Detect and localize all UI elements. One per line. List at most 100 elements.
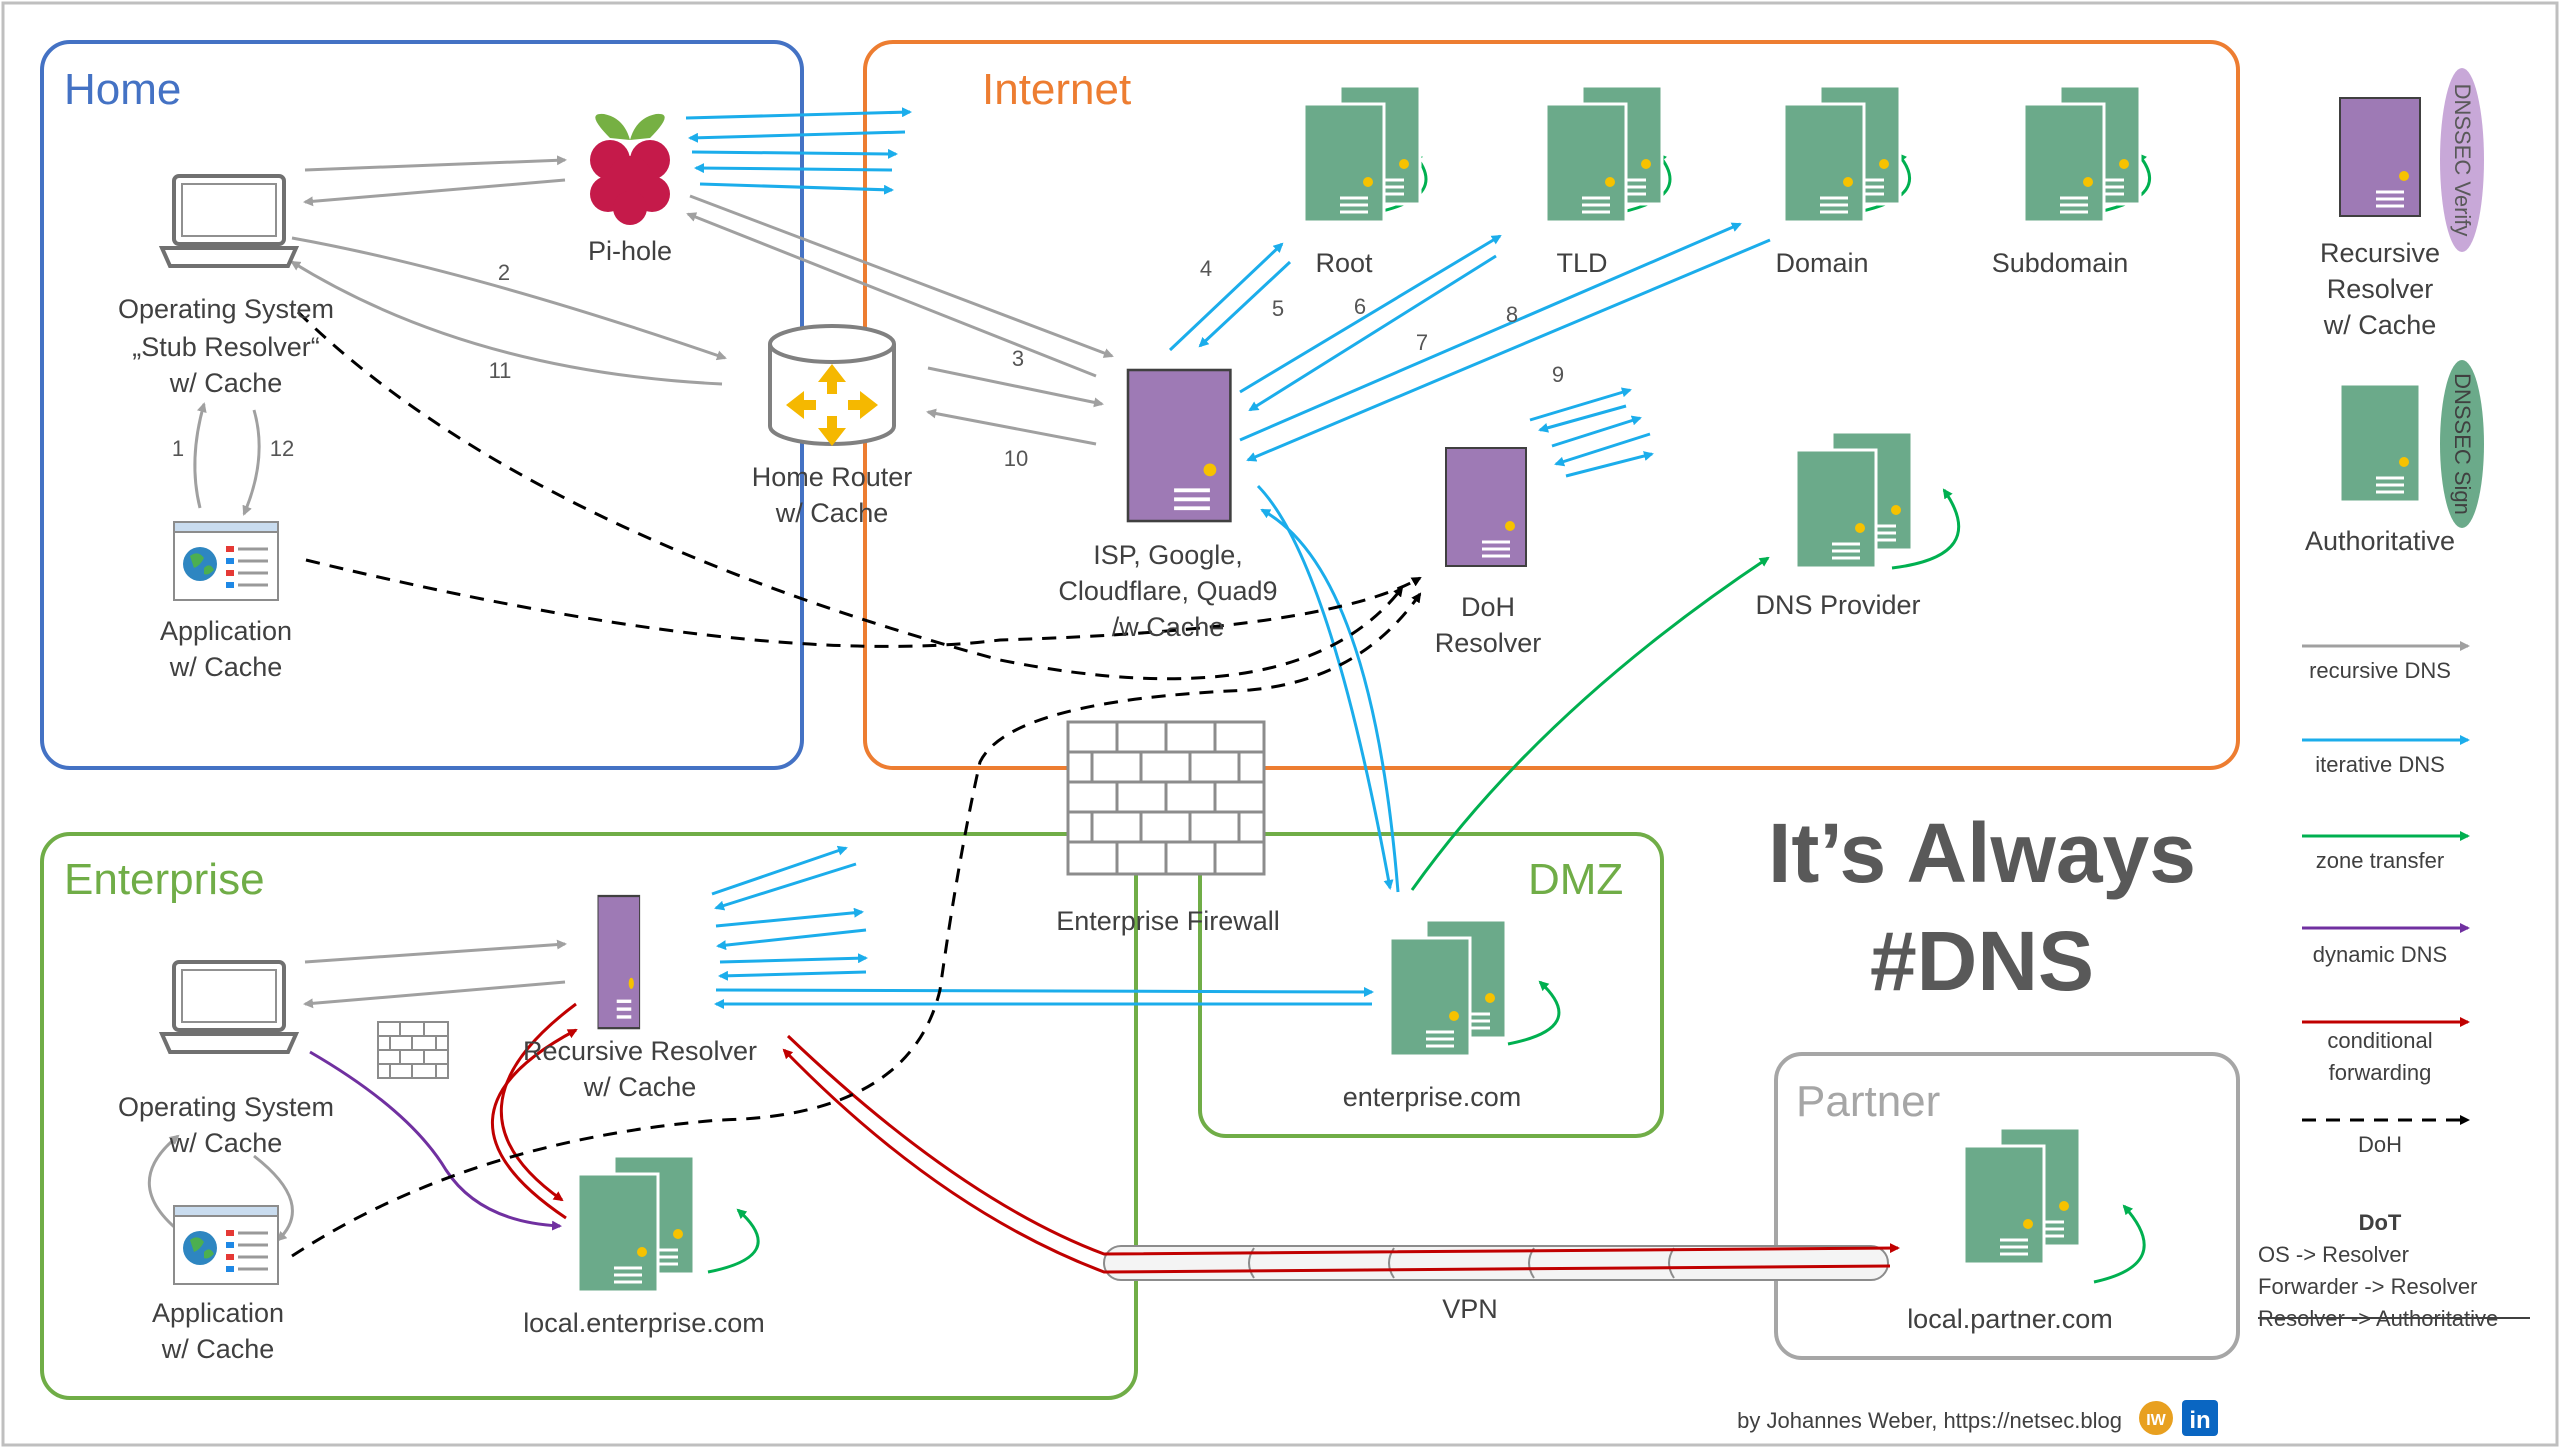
svg-text:IW: IW [2146, 1412, 2166, 1429]
isp-label-1: ISP, Google, [1093, 540, 1243, 570]
tld-server [1546, 86, 1662, 222]
step-6: 6 [1354, 294, 1366, 319]
enterprise-com-label: enterprise.com [1343, 1082, 1522, 1112]
legend-doh: DoH [2358, 1132, 2402, 1157]
legend-zone-transfer: zone transfer [2316, 848, 2444, 873]
isp-resolver-server [1126, 368, 1233, 523]
dnssec-sign-label: DNSSEC Sign [2450, 373, 2475, 515]
raspberry-pi-icon [590, 113, 670, 225]
legend-dot-title: DoT [2359, 1210, 2402, 1235]
domain-server [1784, 86, 1900, 222]
dmz-zone [1198, 832, 1664, 1138]
partner-zone [1774, 1052, 2240, 1360]
dnssec-verify-label: DNSSEC Verify [2450, 84, 2475, 237]
internet-zone-label: Internet [982, 65, 1131, 114]
dns-provider-server [1796, 432, 1912, 568]
domain-label: Domain [1775, 248, 1868, 278]
enterprise-zone-label: Enterprise [64, 855, 265, 904]
isp-label-2: Cloudflare, Quad9 [1058, 576, 1277, 606]
laptop-icon [160, 960, 298, 1054]
legend-conditional-2: forwarding [2329, 1060, 2432, 1085]
step-1: 1 [172, 436, 184, 461]
local-enterprise-server [578, 1156, 694, 1292]
router-label-1: Home Router [752, 462, 913, 492]
enterprise-zone [40, 832, 1138, 1400]
legend-dot-line-1: OS -> Resolver [2258, 1242, 2409, 1267]
doh-label-2: Resolver [1435, 628, 1542, 658]
dmz-zone-label: DMZ [1528, 855, 1623, 904]
step-10: 10 [1004, 446, 1028, 471]
application-window-icon [172, 1204, 280, 1286]
doh-arrows [291, 310, 2470, 1258]
root-server [1304, 86, 1420, 222]
rec-resolver-label-1: Recursive Resolver [523, 1036, 757, 1066]
legend-dynamic-dns: dynamic DNS [2313, 942, 2447, 967]
legend-recursive-server [2338, 96, 2422, 218]
tld-label: TLD [1556, 248, 1607, 278]
rec-resolver-label-2: w/ Cache [583, 1072, 697, 1102]
legend-recursive-3: w/ Cache [2323, 310, 2437, 340]
firewall-icon [1066, 720, 1266, 876]
conditional-forwarding-arrows [491, 1002, 2470, 1274]
step-11: 11 [489, 358, 512, 383]
zone-transfer-arrows [707, 152, 2470, 1284]
legend-recursive-dns: recursive DNS [2309, 658, 2451, 683]
application-window-icon [172, 520, 280, 602]
home-zone-label: Home [64, 65, 181, 114]
title-line-2: #DNS [1870, 914, 2094, 1008]
os-home-label-1: Operating System [118, 294, 334, 324]
step-9: 9 [1552, 362, 1564, 387]
subdomain-label: Subdomain [1992, 248, 2129, 278]
legend-iterative-dns: iterative DNS [2315, 752, 2445, 777]
credit-text: by Johannes Weber, https://netsec.blog [1737, 1408, 2122, 1433]
netsec-logo-icon: IW [2139, 1401, 2173, 1435]
step-5: 5 [1272, 296, 1284, 321]
app-home-label-2: w/ Cache [169, 652, 283, 682]
os-home-label-2: „Stub Resolver“ [132, 332, 320, 362]
firewall-label: Enterprise Firewall [1056, 906, 1280, 936]
legend-conditional-1: conditional [2327, 1028, 2432, 1053]
iterative-arrows [685, 107, 2470, 1009]
legend-dot-line-2: Forwarder -> Resolver [2258, 1274, 2477, 1299]
legend-recursive-1: Recursive [2320, 238, 2440, 268]
title-line-1: It’s Always [1768, 806, 2196, 900]
doh-label-1: DoH [1461, 592, 1515, 622]
dnssec-verify-badge [2440, 68, 2484, 252]
step-4: 4 [1200, 256, 1212, 281]
enterprise-com-server [1390, 920, 1506, 1056]
os-ent-label-1: Operating System [118, 1092, 334, 1122]
step-8: 8 [1506, 302, 1518, 327]
local-ent-label: local.enterprise.com [523, 1308, 765, 1338]
home-zone [40, 40, 804, 770]
app-ent-label-2: w/ Cache [161, 1334, 275, 1364]
router-label-2: w/ Cache [775, 498, 889, 528]
step-7: 7 [1416, 330, 1428, 355]
legend-authoritative-server [2338, 382, 2422, 504]
partner-zone-label: Partner [1796, 1077, 1940, 1126]
step-2: 2 [498, 260, 510, 285]
dnssec-sign-badge [2440, 360, 2484, 528]
vpn-label: VPN [1442, 1294, 1498, 1324]
subdomain-server [2024, 86, 2140, 222]
step-12: 12 [270, 436, 294, 461]
legend-authoritative: Authoritative [2305, 526, 2455, 556]
dynamic-dns-arrows [309, 923, 2470, 1231]
linkedin-icon[interactable]: in [2182, 1400, 2218, 1436]
legend-recursive-2: Resolver [2327, 274, 2434, 304]
os-ent-label-2: w/ Cache [169, 1128, 283, 1158]
laptop-icon [160, 174, 298, 268]
local-partner-server [1964, 1128, 2080, 1264]
os-home-label-3: w/ Cache [169, 368, 283, 398]
app-ent-label-1: Application [152, 1298, 284, 1328]
pihole-label: Pi-hole [588, 236, 672, 266]
small-firewall-icon [377, 1021, 449, 1079]
doh-resolver-server [1444, 446, 1528, 568]
local-partner-label: local.partner.com [1907, 1304, 2113, 1334]
recursive-arrows [147, 155, 2470, 1242]
svg-text:in: in [2189, 1407, 2210, 1434]
dns-provider-label: DNS Provider [1755, 590, 1920, 620]
root-label: Root [1315, 248, 1373, 278]
isp-label-3: /w Cache [1112, 612, 1225, 642]
